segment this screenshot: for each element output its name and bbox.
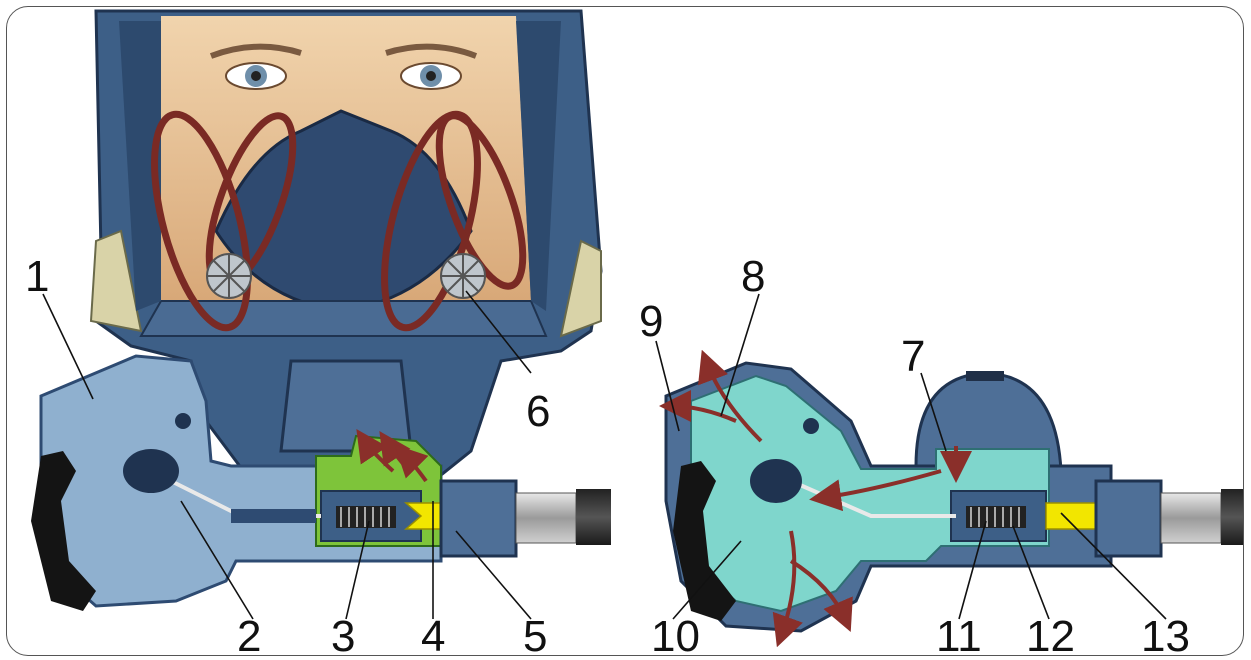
callout-10: 10 [651, 612, 700, 655]
callout-1: 1 [25, 252, 49, 301]
callout-2: 2 [237, 612, 261, 655]
callout-9: 9 [639, 297, 663, 346]
callout-5: 5 [523, 612, 547, 655]
callout-7: 7 [901, 332, 925, 381]
callout-12: 12 [1026, 612, 1075, 655]
callout-4: 4 [421, 612, 445, 655]
inhalation-valve-right [441, 254, 485, 298]
inhalation-valve-left [207, 254, 251, 298]
callout-3: 3 [331, 612, 355, 655]
callout-11: 11 [936, 612, 982, 655]
breathing-apparatus-diagram: 1 2 3 4 5 6 7 8 9 10 11 12 13 [7, 7, 1243, 655]
callout-13: 13 [1141, 612, 1190, 655]
demand-valve-exhale-state [31, 356, 611, 611]
callout-8: 8 [741, 252, 765, 301]
demand-valve-inhale-state [666, 361, 1243, 636]
callout-6: 6 [526, 387, 550, 436]
diagram-frame: 1 2 3 4 5 6 7 8 9 10 11 12 13 [6, 6, 1244, 656]
